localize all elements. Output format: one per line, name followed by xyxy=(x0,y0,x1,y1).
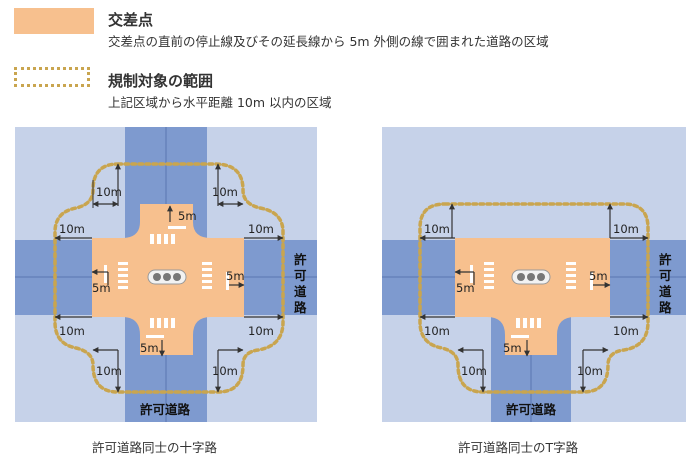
legend-intersection-swatch xyxy=(14,8,94,34)
t-label-10m-left-lower: 10m xyxy=(424,324,450,338)
t-intersection-area xyxy=(455,238,610,355)
t-label-5m-bottom: 5m xyxy=(503,341,522,355)
cross-label-10m-top-left: 10m xyxy=(96,185,122,199)
caption-t-intersection: 許可道路同士のT字路 xyxy=(458,440,579,455)
legend-intersection-title: 交差点 xyxy=(108,11,154,29)
t-label-10m-bottom-left: 10m xyxy=(461,364,487,378)
t-label-5m-left: 5m xyxy=(456,281,475,295)
cross-label-5m-left: 5m xyxy=(92,281,111,295)
t-road-label-vertical-2: 可 xyxy=(659,268,672,283)
cross-road-label-vertical-2: 可 xyxy=(294,268,307,283)
cross-label-10m-top-right: 10m xyxy=(212,185,238,199)
legend-intersection-description: 交差点の直前の停止線及びその延長線から 5m 外側の線で囲まれた道路の区域 xyxy=(108,34,549,49)
t-label-10m-bottom-right: 10m xyxy=(577,364,603,378)
t-label-10m-left-upper: 10m xyxy=(424,222,450,236)
legend-restricted-swatch xyxy=(14,67,90,87)
cross-label-10m-bottom-right: 10m xyxy=(212,364,238,378)
cross-label-5m-top: 5m xyxy=(178,209,197,223)
cross-road-label-vertical-3: 道 xyxy=(294,284,307,299)
t-road-label-horizontal: 許可道路 xyxy=(506,402,557,417)
t-label-10m-right-lower: 10m xyxy=(613,324,639,338)
t-road-label-vertical-1: 許 xyxy=(659,252,672,267)
t-intersection-diagram: 10m 10m 10m 10m 10m 10m 5m 5m 5m 許 可 道 路… xyxy=(382,127,686,422)
cross-crosswalks xyxy=(104,226,229,338)
cross-road-label-vertical-4: 路 xyxy=(294,300,307,315)
cross-label-10m-right-lower: 10m xyxy=(248,324,274,338)
t-label-10m-right-upper: 10m xyxy=(613,222,639,236)
cross-intersection-diagram: 10m 10m 10m 10m 10m 10m 10m 10m 5m 5m 5m… xyxy=(15,127,317,422)
caption-cross-intersection: 許可道路同士の十字路 xyxy=(92,440,218,455)
legend-restricted-title: 規制対象の範囲 xyxy=(108,72,214,90)
cross-road-label-vertical-1: 許 xyxy=(294,252,307,267)
cross-label-10m-bottom-left: 10m xyxy=(96,364,122,378)
cross-label-10m-right-upper: 10m xyxy=(248,222,274,236)
cross-measure-arrows xyxy=(54,163,284,393)
cross-label-5m-right: 5m xyxy=(226,269,245,283)
t-measure-arrows xyxy=(419,203,649,393)
t-label-5m-right: 5m xyxy=(589,269,608,283)
t-road-label-vertical-4: 路 xyxy=(659,300,672,315)
t-road-label-vertical-3: 道 xyxy=(659,284,672,299)
cross-road-label-horizontal: 許可道路 xyxy=(140,402,191,417)
cross-label-10m-left-upper: 10m xyxy=(59,222,85,236)
legend-restricted-description: 上記区域から水平距離 10m 以内の区域 xyxy=(108,95,332,110)
t-traffic-light-icon xyxy=(511,269,551,285)
cross-label-5m-bottom: 5m xyxy=(140,341,159,355)
cross-label-10m-left-lower: 10m xyxy=(59,324,85,338)
t-crosswalks xyxy=(470,262,593,338)
cross-traffic-light-icon xyxy=(147,269,187,285)
